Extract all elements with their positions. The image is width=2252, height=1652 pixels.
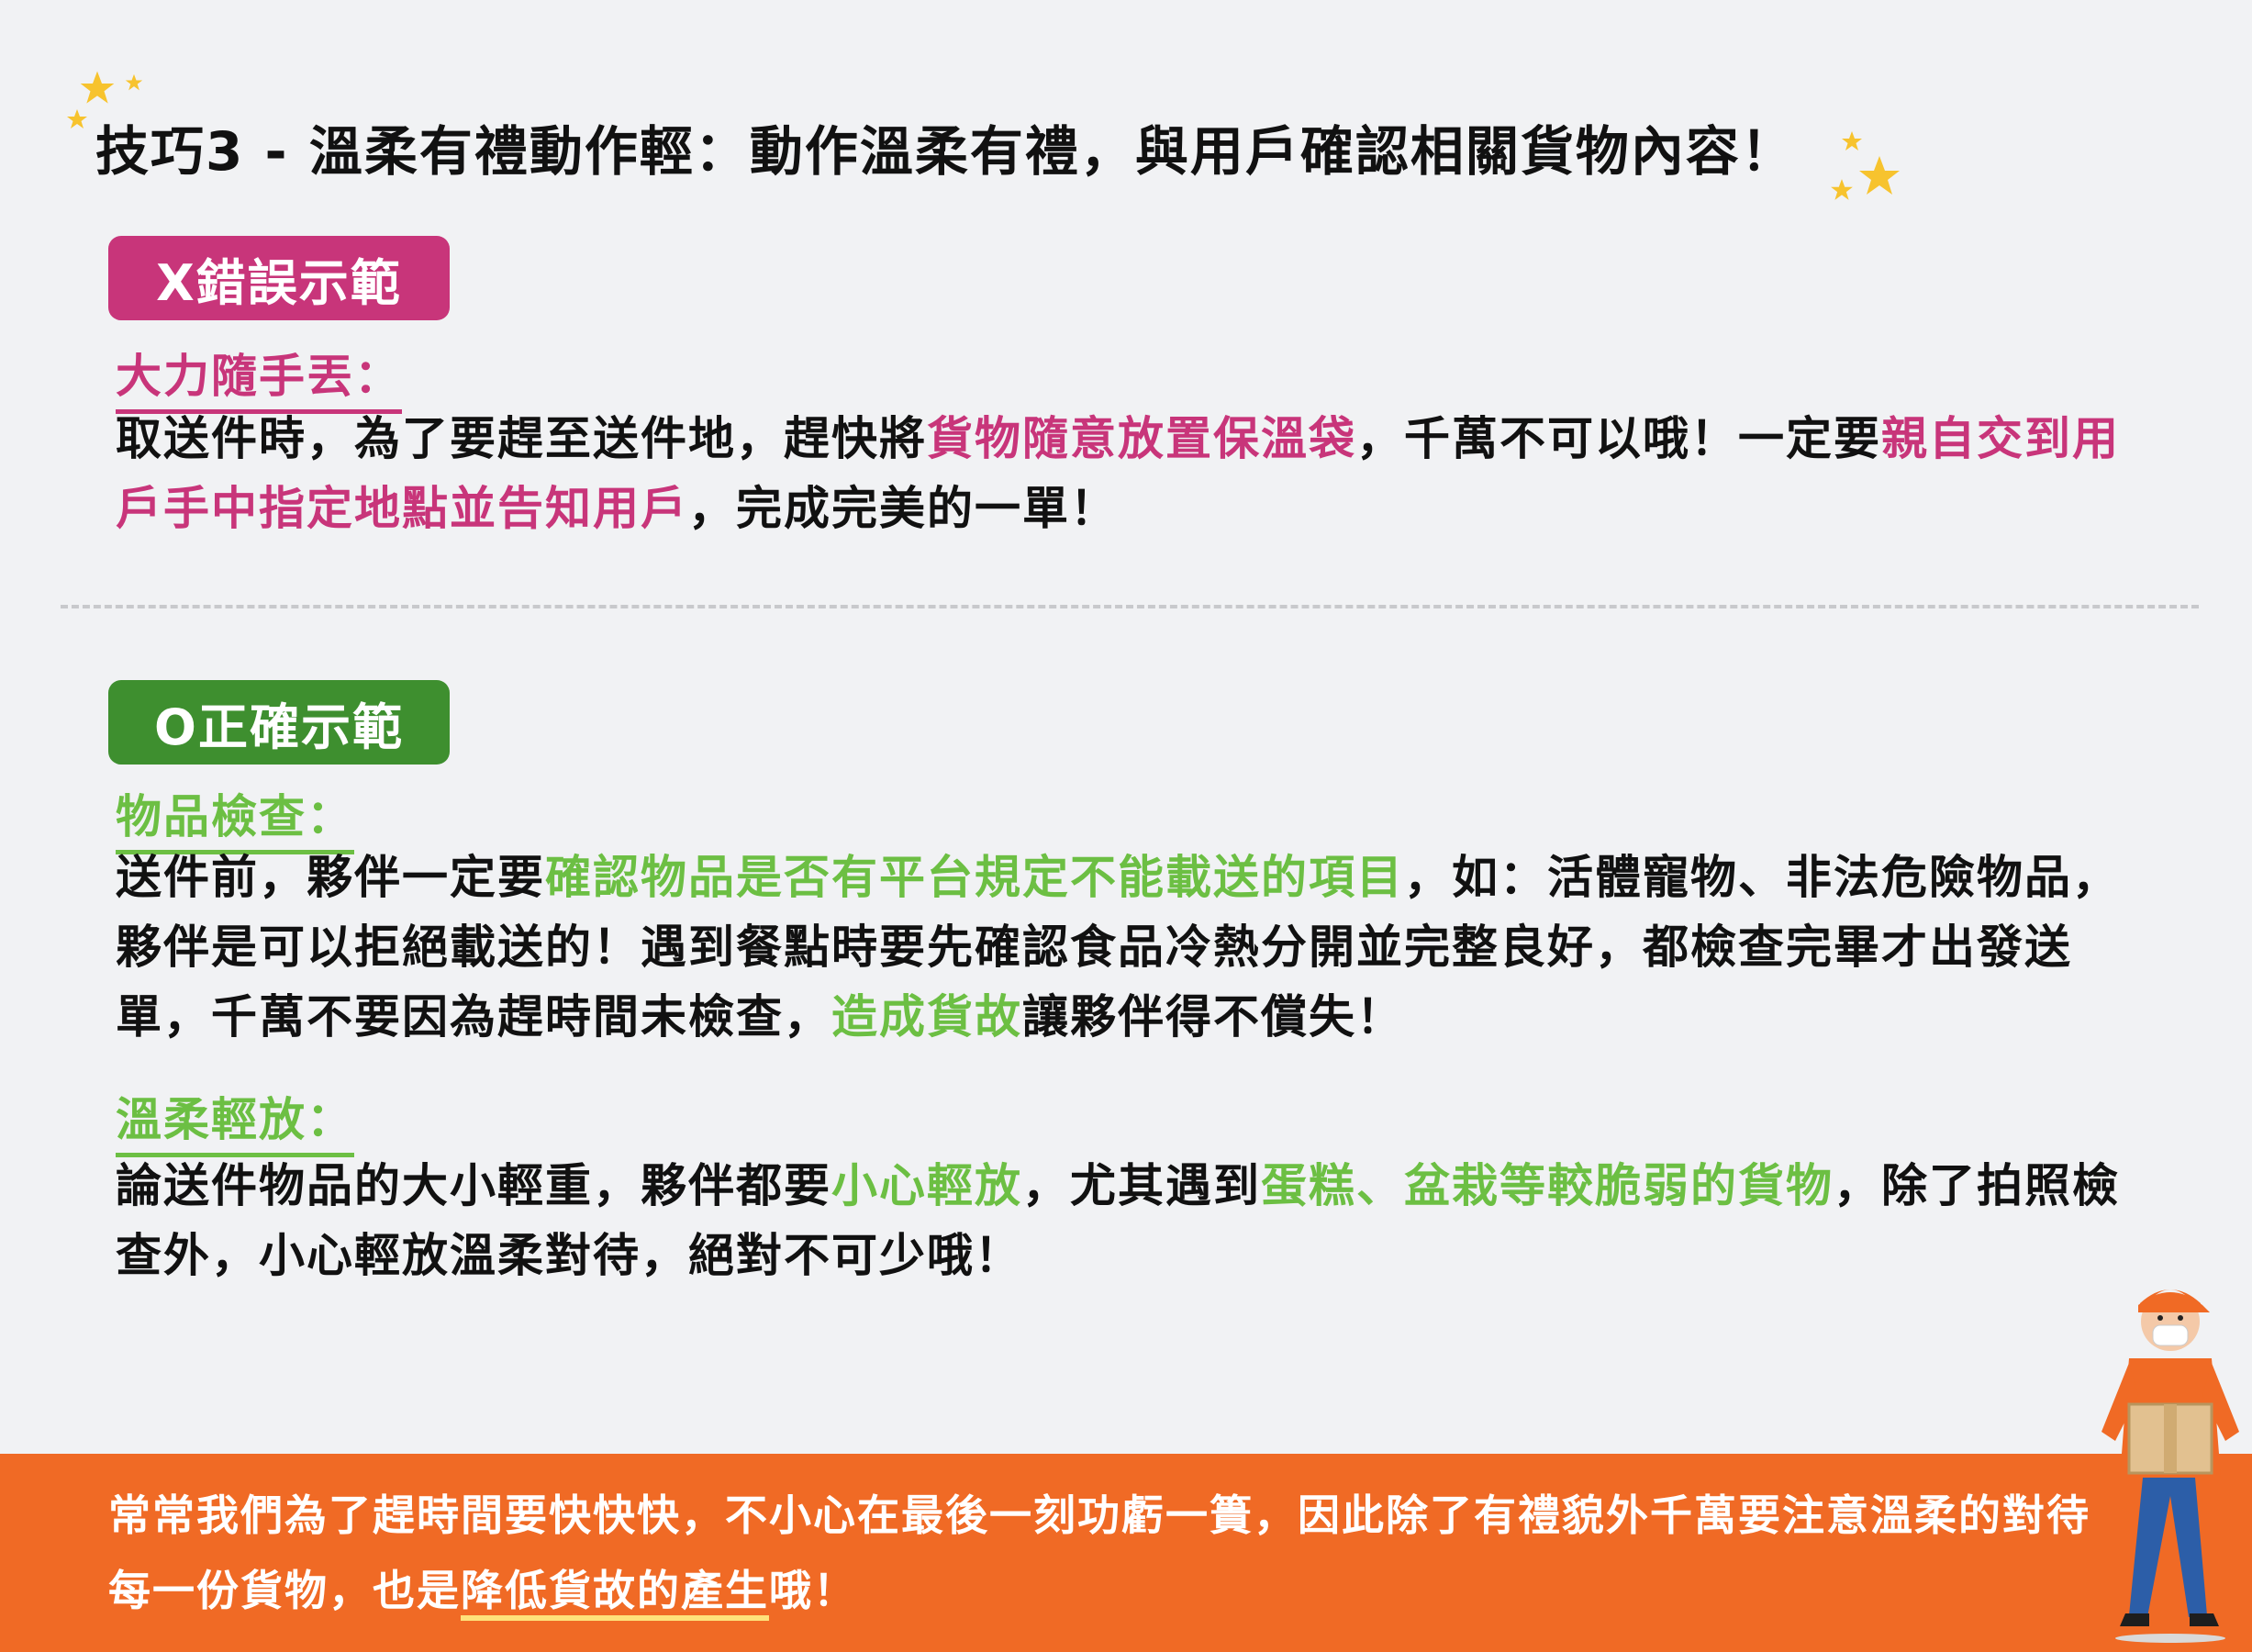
wrong-example-badge: X錯誤示範 (108, 236, 450, 320)
gentle-handling-text: 論送件物品的大小輕重，夥伴都要小心輕放，尤其遇到蛋糕、盆栽等較脆弱的貨物，除了拍… (116, 1159, 2120, 1282)
item-check-heading: 物品檢查： (116, 780, 354, 854)
star-icon (1859, 156, 1900, 195)
page-title: 技巧3 - 溫柔有禮動作輕：動作溫柔有禮，與用戶確認相關貨物內容！ (95, 120, 1796, 183)
footer-banner (0, 1454, 2252, 1652)
gentle-handling-heading: 溫柔輕放： (116, 1083, 354, 1157)
star-icon (1831, 179, 1853, 200)
section-divider (61, 605, 2199, 608)
wrong-example-heading: 大力隨手丟： (116, 340, 402, 414)
right-example-badge: O正確示範 (108, 680, 450, 765)
item-check-text: 送件前，夥伴一定要確認物品是否有平台規定不能載送的項目，如：活體寵物、非法危險物… (116, 851, 2120, 1044)
courier-illustration (2101, 1289, 2239, 1643)
footer-text: 常常我們為了趕時間要快快快，不小心在最後一刻功虧一簣，因此除了有禮貌外千萬要注意… (108, 1478, 2127, 1628)
star-icon (125, 73, 143, 91)
wrong-example-text: 取送件時，為了要趕至送件地，趕快將貨物隨意放置保溫袋，千萬不可以哦！一定要親自交… (116, 412, 2120, 535)
star-icon (1842, 131, 1862, 151)
star-icon (80, 71, 115, 104)
star-icon (67, 109, 87, 128)
